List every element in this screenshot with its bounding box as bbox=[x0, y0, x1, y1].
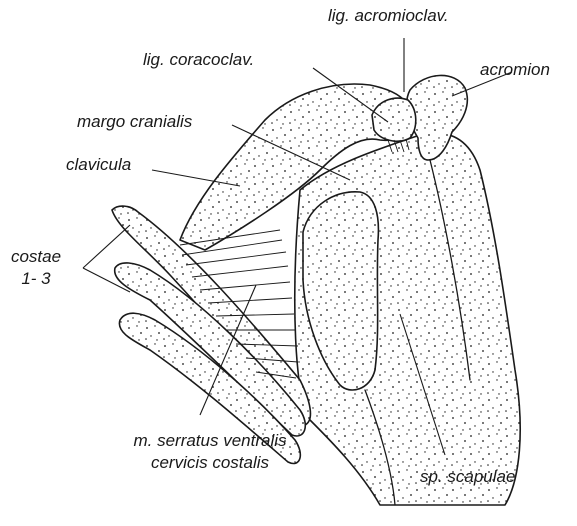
label-serratus-line1: m. serratus ventralis bbox=[90, 431, 330, 451]
label-costae-numbers: 1- 3 bbox=[3, 269, 69, 289]
label-margo-cranialis: margo cranialis bbox=[77, 112, 192, 132]
label-sp-scapulae: sp. scapulae bbox=[420, 467, 515, 487]
label-clavicula: clavicula bbox=[66, 155, 131, 175]
label-serratus-line2: cervicis costalis bbox=[90, 453, 330, 473]
label-lig-coracoclav: lig. coracoclav. bbox=[143, 50, 254, 70]
clavicle-head bbox=[372, 98, 416, 141]
label-costae: costae bbox=[3, 247, 69, 267]
label-acromion: acromion bbox=[480, 60, 550, 80]
label-lig-acromioclav: lig. acromioclav. bbox=[328, 6, 449, 26]
